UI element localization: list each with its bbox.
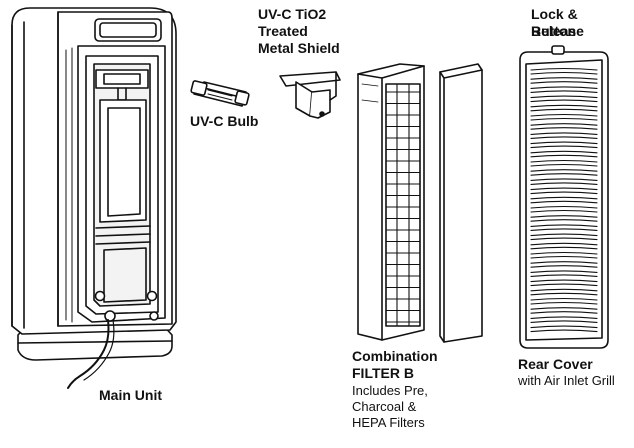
grill-slat bbox=[531, 308, 597, 314]
grill-slat bbox=[531, 124, 597, 130]
main-unit-label: Main Unit bbox=[99, 387, 162, 403]
grill-slat bbox=[531, 289, 597, 295]
grill-slat bbox=[531, 170, 597, 176]
grill-slat bbox=[531, 280, 597, 286]
grill-slat bbox=[531, 234, 597, 240]
shield-label-line2: Treated bbox=[258, 23, 308, 39]
grill-slat bbox=[531, 225, 597, 231]
shield-label-line3: Metal Shield bbox=[258, 40, 340, 56]
grill-slat bbox=[531, 253, 597, 259]
lock-label-line1: Lock & Release bbox=[531, 6, 584, 39]
grill-slat bbox=[531, 133, 597, 139]
lock-label-line2: Button bbox=[531, 23, 577, 39]
grill-slat bbox=[531, 161, 597, 167]
rear-cover-drawing bbox=[520, 46, 608, 348]
grill-slat bbox=[531, 207, 597, 213]
grill-slat bbox=[531, 216, 597, 222]
grill-slat bbox=[531, 96, 597, 102]
filter-label-line1: Combination bbox=[352, 348, 438, 364]
uv-bulb-drawing bbox=[191, 80, 250, 106]
filter-desc-line3: HEPA Filters bbox=[352, 415, 425, 430]
grill-slat bbox=[531, 317, 597, 323]
filter-desc-line1: Includes Pre, bbox=[352, 383, 428, 398]
filter-label-line2: FILTER B bbox=[352, 365, 414, 381]
filter-desc-line2: Charcoal & bbox=[352, 399, 417, 414]
uv-bulb-label: UV-C Bulb bbox=[190, 113, 259, 129]
grill-slat bbox=[531, 142, 597, 148]
combination-filter-drawing bbox=[358, 64, 424, 340]
grill-slat bbox=[531, 262, 597, 268]
shield-label-line1: UV-C TiO2 bbox=[258, 6, 327, 22]
grill-slat bbox=[531, 197, 597, 203]
grill-slat bbox=[531, 271, 597, 277]
grill-slat bbox=[531, 69, 597, 75]
grill-slat bbox=[531, 151, 597, 157]
grill-slat bbox=[531, 299, 597, 305]
rear-cover-label: Rear Cover bbox=[518, 356, 593, 372]
rear-cover-desc: with Air Inlet Grill bbox=[518, 373, 615, 388]
grill-slat bbox=[531, 188, 597, 194]
grill-slat bbox=[531, 105, 597, 111]
grill-slat bbox=[531, 115, 597, 121]
grill-slat bbox=[531, 326, 597, 332]
metal-shield-drawing bbox=[280, 72, 340, 118]
flat-filter-drawing bbox=[440, 64, 482, 342]
grill-slat bbox=[531, 78, 597, 84]
main-unit-drawing bbox=[12, 8, 176, 388]
grill-slat bbox=[531, 87, 597, 93]
grill-slat bbox=[531, 243, 597, 249]
grill-slat bbox=[531, 179, 597, 185]
